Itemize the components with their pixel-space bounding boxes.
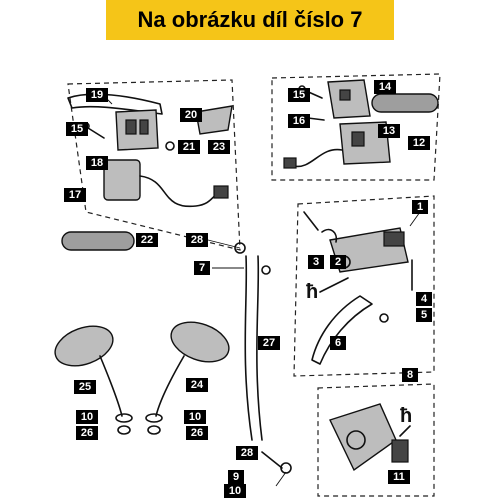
throttle-housing: [327, 79, 371, 119]
svg-text:16: 16: [293, 115, 305, 127]
svg-text:21: 21: [183, 141, 195, 153]
svg-text:19: 19: [91, 89, 103, 101]
left-mirror: [54, 325, 123, 417]
svg-text:8: 8: [407, 369, 413, 381]
group-outline-right-switch: [271, 73, 441, 181]
svg-text:1: 1: [417, 201, 423, 213]
svg-text:15: 15: [293, 89, 305, 101]
right-screw: [307, 117, 325, 121]
label-6: 6: [330, 336, 346, 350]
svg-text:7: 7: [199, 262, 205, 274]
label-28-bottom: 28: [236, 446, 258, 460]
label-20: 20: [180, 108, 202, 122]
svg-text:3: 3: [313, 256, 319, 268]
group-outline-left-switch: [67, 79, 241, 251]
group-outline-caliper: [317, 383, 435, 497]
label-13: 13: [378, 124, 400, 138]
svg-text:17: 17: [69, 189, 81, 201]
label-11: 11: [388, 470, 410, 484]
left-switch-housing: [115, 109, 159, 151]
label-10-bottom: 10: [224, 484, 246, 498]
svg-text:28: 28: [241, 447, 253, 459]
svg-text:10: 10: [229, 485, 241, 497]
svg-text:ħ: ħ: [400, 405, 412, 427]
svg-text:20: 20: [185, 109, 197, 121]
svg-text:4: 4: [421, 293, 428, 305]
label-12: 12: [408, 136, 430, 150]
label-24: 24: [186, 378, 208, 392]
label-25: 25: [74, 380, 96, 394]
label-9: 9: [228, 470, 244, 484]
clamp-pieces: [303, 211, 338, 243]
brake-caliper: [329, 403, 409, 472]
label-21: 21: [178, 140, 200, 154]
svg-text:26: 26: [81, 427, 93, 439]
right-mirror: [155, 321, 230, 417]
group-outline-master-cylinder: [293, 195, 435, 377]
right-grip: [371, 93, 439, 113]
label-7: 7: [194, 261, 210, 275]
svg-text:15: 15: [71, 123, 83, 135]
svg-text:28: 28: [191, 234, 203, 246]
lever-pivot: [379, 313, 389, 323]
brake-fluid-arrow-icon: ħ: [306, 277, 349, 303]
label-15-left: 15: [66, 122, 88, 136]
label-15-right: 15: [288, 88, 310, 102]
left-grip: [61, 231, 135, 251]
left-clamp-cover: [195, 105, 233, 135]
label-27: 27: [258, 336, 280, 350]
brake-hose: [234, 242, 271, 441]
label-2: 2: [330, 255, 346, 269]
label-26-right: 26: [186, 426, 208, 440]
label-8: 8: [402, 368, 418, 382]
svg-text:6: 6: [335, 337, 341, 349]
svg-text:22: 22: [141, 234, 153, 246]
mirror-nuts: [115, 413, 163, 435]
svg-text:14: 14: [379, 81, 392, 93]
svg-text:11: 11: [393, 471, 405, 483]
svg-text:18: 18: [91, 157, 103, 169]
svg-text:23: 23: [213, 141, 225, 153]
svg-text:27: 27: [263, 337, 275, 349]
label-16: 16: [288, 114, 310, 128]
svg-text:9: 9: [233, 471, 239, 483]
svg-text:10: 10: [81, 411, 93, 423]
svg-text:10: 10: [189, 411, 201, 423]
svg-text:25: 25: [79, 381, 91, 393]
svg-text:26: 26: [191, 427, 203, 439]
svg-text:5: 5: [421, 309, 427, 321]
svg-text:24: 24: [191, 379, 204, 391]
label-28-top: 28: [186, 233, 208, 247]
brake-lever: [311, 295, 373, 365]
label-19: 19: [86, 88, 108, 102]
svg-text:ħ: ħ: [306, 281, 318, 303]
label-17: 17: [64, 188, 86, 202]
label-1: 1: [412, 200, 428, 214]
label-23: 23: [208, 140, 230, 154]
left-wiring-harness: [103, 159, 229, 208]
hose-banjo-bolt: [261, 451, 292, 474]
label-18: 18: [86, 156, 108, 170]
label-26-left: 26: [76, 426, 98, 440]
left-nut: [165, 141, 175, 151]
svg-text:13: 13: [383, 125, 395, 137]
svg-text:12: 12: [413, 137, 425, 149]
label-3: 3: [308, 255, 324, 269]
caliper-fluid-icon: ħ: [399, 405, 412, 437]
right-wiring: [283, 148, 343, 169]
label-10-left: 10: [76, 410, 98, 424]
label-5: 5: [416, 308, 432, 322]
label-10-right: 10: [184, 410, 206, 424]
label-22: 22: [136, 233, 158, 247]
label-14: 14: [374, 80, 396, 94]
page-title: Na obrázku díl číslo 7: [106, 0, 394, 40]
right-switch-housing: [339, 121, 391, 165]
svg-text:2: 2: [335, 256, 341, 268]
label-4: 4: [416, 292, 432, 306]
